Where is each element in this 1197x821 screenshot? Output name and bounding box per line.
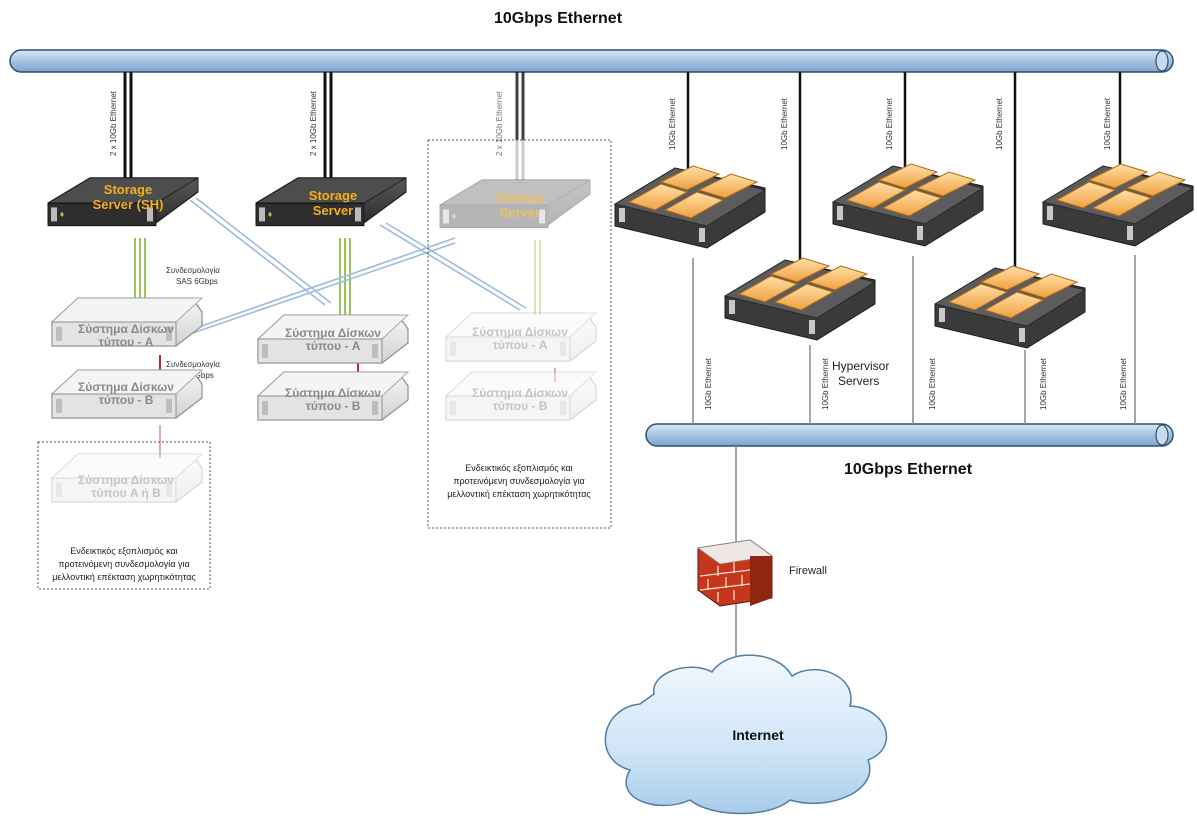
disk-a-1-line-1: Σύστημα Δίσκων bbox=[78, 322, 174, 336]
sas-label-top-1: Συνδεσμολογία bbox=[166, 266, 220, 275]
storage-server-sh-title-2: Server (SH) bbox=[93, 197, 164, 212]
future-note-left-3: μελλοντική επέκταση χωρητικότητας bbox=[52, 572, 196, 582]
bottom-bus-label: 10Gbps Ethernet bbox=[844, 461, 973, 478]
hyper-uplink-label-5: 10Gb Ethernet bbox=[1103, 97, 1112, 150]
disk-b-1-line-2: τύπου - B bbox=[99, 393, 154, 407]
disk-b-1-line-1: Σύστημα Δίσκων bbox=[78, 380, 174, 394]
disk-future-b-line-1: Σύστημα Δίσκων bbox=[472, 386, 568, 400]
storage-server-sh-title-1: Storage bbox=[104, 182, 152, 197]
hyper-downlink-label-4: 10Gb Ethernet bbox=[1039, 357, 1048, 410]
storage-server-title-1: Storage bbox=[309, 188, 357, 203]
storage-server-future-title-2: Server bbox=[500, 205, 540, 220]
disk-b-2-line-1: Σύστημα Δίσκων bbox=[285, 386, 381, 400]
uplink-label-2: 2 x 10Gb Ethernet bbox=[309, 90, 318, 156]
disk-future-a-line-1: Σύστημα Δίσκων bbox=[472, 325, 568, 339]
uplink-label-1: 2 x 10Gb Ethernet bbox=[109, 90, 118, 156]
hyper-uplink-label-4: 10Gb Ethernet bbox=[995, 97, 1004, 150]
hyper-uplink-label-2: 10Gb Ethernet bbox=[780, 97, 789, 150]
sas-label-top-2: SAS 6Gbps bbox=[176, 277, 218, 286]
future-note-mid-2: προτεινόμενη συνδεσμολογία για bbox=[453, 476, 584, 486]
hyper-uplink-label-1: 10Gb Ethernet bbox=[668, 97, 677, 150]
future-note-left-2: προτεινόμενη συνδεσμολογία για bbox=[58, 559, 189, 569]
hypervisor-server-4[interactable] bbox=[934, 265, 1086, 349]
bottom-ethernet-bus bbox=[645, 423, 1174, 447]
hypervisor-uplinks bbox=[686, 72, 1122, 272]
disk-a-1-line-2: τύπου - A bbox=[99, 335, 154, 349]
storage-server-title-2: Server bbox=[313, 203, 353, 218]
hypervisor-label-1: Hypervisor bbox=[832, 359, 889, 373]
disk-b-2-line-2: τύπου - B bbox=[306, 399, 361, 413]
hypervisor-server-2[interactable] bbox=[724, 257, 876, 341]
storage-uplink-future-faded bbox=[515, 140, 525, 180]
future-note-mid-1: Ενδεικτικός εξοπλισμός και bbox=[465, 463, 572, 473]
hypervisor-server-3[interactable] bbox=[832, 163, 984, 247]
hypervisor-server-1[interactable] bbox=[614, 165, 766, 249]
hypervisor-label-2: Servers bbox=[838, 374, 879, 388]
future-note-mid-3: μελλοντική επέκταση χωρητικότητας bbox=[447, 489, 591, 499]
storage-server-future-title-1: Storage bbox=[496, 190, 544, 205]
hyper-downlink-label-2: 10Gb Ethernet bbox=[821, 357, 830, 410]
disk-future-a-line-2: τύπου - A bbox=[493, 338, 548, 352]
firewall-icon[interactable] bbox=[696, 539, 774, 607]
internet-label: Internet bbox=[732, 727, 784, 743]
hyper-downlink-label-3: 10Gb Ethernet bbox=[928, 357, 937, 410]
future-box-mid bbox=[427, 139, 612, 529]
hyper-uplink-label-3: 10Gb Ethernet bbox=[885, 97, 894, 150]
uplink-label-3: 2 x 10Gb Ethernet bbox=[495, 90, 504, 156]
hyper-downlink-label-1: 10Gb Ethernet bbox=[704, 357, 713, 410]
disk-ab-line-2: τύπου A ή B bbox=[91, 486, 161, 500]
firewall-label: Firewall bbox=[789, 565, 827, 577]
future-note-left-1: Ενδεικτικός εξοπλισμός και bbox=[70, 546, 177, 556]
disk-a-2-line-1: Σύστημα Δίσκων bbox=[285, 326, 381, 340]
cross-links bbox=[189, 197, 527, 335]
top-bus-label: 10Gbps Ethernet bbox=[494, 10, 623, 27]
hypervisor-server-5[interactable] bbox=[1042, 163, 1194, 247]
sas-links-future bbox=[534, 240, 541, 315]
sas-label-mid-1: Συνδεσμολογία bbox=[166, 360, 220, 369]
storage-uplinks bbox=[123, 72, 333, 178]
hypervisor-downlinks bbox=[692, 255, 1136, 424]
storage-uplink-future bbox=[515, 72, 525, 140]
future-box-left bbox=[37, 441, 211, 590]
top-ethernet-bus bbox=[9, 49, 1174, 73]
disk-ab-line-1: Σύστημα Δίσκων bbox=[78, 473, 174, 487]
disk-a-2-line-2: τύπου - A bbox=[306, 339, 361, 353]
disk-future-b-line-2: τύπου - B bbox=[493, 399, 548, 413]
hyper-downlink-label-5: 10Gb Ethernet bbox=[1119, 357, 1128, 410]
internet-cloud-icon[interactable] bbox=[604, 654, 888, 815]
